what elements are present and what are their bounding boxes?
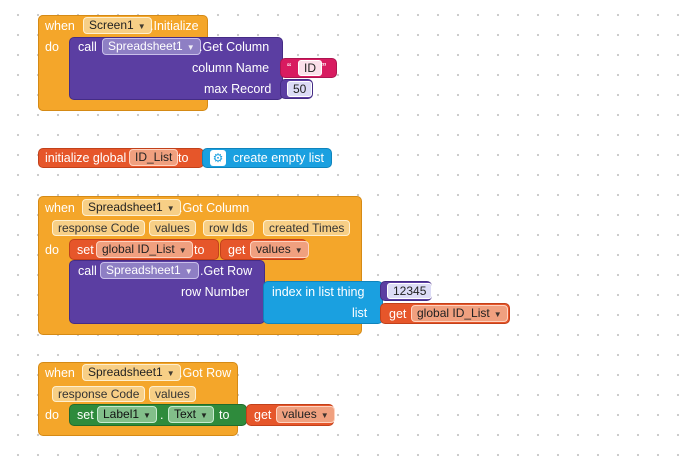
component-dropdown-spreadsheet1[interactable]: Spreadsheet1▼	[82, 199, 181, 216]
call-keyword: call	[78, 264, 97, 278]
variable-dropdown-global-id-list[interactable]: global ID_List▼	[411, 305, 508, 322]
when-keyword: when	[45, 19, 75, 33]
method-name: .Get Row	[200, 264, 253, 278]
event-param-row-ids[interactable]: row Ids	[203, 220, 254, 236]
to-keyword: to	[178, 151, 189, 165]
event-block-body-connector	[38, 15, 68, 111]
do-keyword: do	[45, 40, 59, 54]
list-label: list	[352, 306, 368, 320]
chevron-down-icon: ▼	[200, 411, 208, 420]
number-value-12345[interactable]: 12345	[387, 283, 433, 299]
quote-open: “	[287, 61, 292, 75]
property-name: Text	[174, 407, 197, 421]
event-param-created-times[interactable]: created Times	[263, 220, 351, 236]
when-keyword: when	[45, 201, 75, 215]
component-name: Label1	[103, 407, 140, 421]
call-keyword: call	[78, 40, 97, 54]
create-empty-list-label: create empty list	[233, 151, 325, 165]
do-keyword: do	[45, 243, 59, 257]
component-dropdown-label1[interactable]: Label1▼	[97, 406, 157, 423]
chevron-down-icon: ▼	[184, 267, 193, 276]
component-name: Spreadsheet1	[108, 39, 183, 53]
component-dropdown-spreadsheet1[interactable]: Spreadsheet1▼	[82, 364, 181, 381]
variable-name: values	[282, 407, 317, 421]
number-value-50[interactable]: 50	[287, 81, 313, 97]
do-keyword: do	[45, 408, 59, 422]
variable-name: global ID_List	[102, 242, 175, 256]
variable-name: values	[256, 242, 291, 256]
initialize-global-label: initialize global	[45, 151, 127, 165]
event-name: .Got Row	[179, 366, 232, 380]
chevron-down-icon: ▼	[166, 369, 175, 378]
arg-label-max-record: max Record	[204, 82, 272, 96]
component-dropdown-screen1[interactable]: Screen1▼	[83, 17, 152, 34]
text-value-id[interactable]: ID	[298, 60, 322, 76]
component-name: Spreadsheet1	[88, 365, 163, 379]
property-dropdown-text[interactable]: Text▼	[168, 406, 214, 423]
component-dropdown-spreadsheet1[interactable]: Spreadsheet1▼	[100, 262, 199, 279]
set-keyword: set	[77, 408, 94, 422]
when-keyword: when	[45, 366, 75, 380]
chevron-down-icon: ▼	[493, 310, 502, 319]
event-param-values[interactable]: values	[149, 220, 196, 236]
chevron-down-icon: ▼	[320, 411, 329, 420]
arg-label-row-number: row Number	[181, 285, 250, 299]
chevron-down-icon: ▼	[166, 204, 175, 213]
chevron-down-icon: ▼	[178, 246, 187, 255]
chevron-down-icon: ▼	[143, 411, 151, 420]
global-variable-name[interactable]: ID_List	[129, 149, 179, 166]
component-name: Spreadsheet1	[88, 200, 163, 214]
arg-label-column-name: column Name	[192, 61, 270, 75]
variable-name: global ID_List	[417, 306, 490, 320]
get-keyword: get	[389, 307, 407, 321]
chevron-down-icon: ▼	[137, 22, 146, 31]
chevron-down-icon: ▼	[186, 43, 195, 52]
to-keyword: to	[194, 243, 205, 257]
event-param-response-code[interactable]: response Code	[52, 220, 146, 236]
variable-dropdown-values[interactable]: values▼	[250, 241, 309, 258]
get-keyword: get	[254, 408, 272, 422]
variable-name: ID_List	[135, 150, 173, 164]
method-name: .Get Column	[199, 40, 270, 54]
event-name: .Initialize	[150, 19, 199, 33]
variable-dropdown-values[interactable]: values▼	[276, 406, 335, 423]
variable-dropdown-global-id-list[interactable]: global ID_List▼	[96, 241, 193, 258]
set-keyword: set	[77, 243, 94, 257]
event-name: .Got Column	[179, 201, 250, 215]
component-name: Screen1	[89, 18, 134, 32]
component-name: Spreadsheet1	[106, 263, 181, 277]
event-param-values[interactable]: values	[149, 386, 196, 402]
component-dropdown-spreadsheet1[interactable]: Spreadsheet1▼	[102, 38, 201, 55]
quote-close: ”	[322, 61, 327, 75]
chevron-down-icon: ▼	[294, 246, 303, 255]
index-in-list-label: index in list thing	[272, 285, 365, 299]
event-param-response-code[interactable]: response Code	[52, 386, 146, 402]
index-in-list-block[interactable]	[263, 281, 383, 324]
get-keyword: get	[228, 243, 246, 257]
gear-icon[interactable]: ⚙	[210, 150, 226, 166]
create-empty-list-block[interactable]	[202, 148, 332, 168]
to-keyword: to	[219, 408, 230, 422]
dot-separator: .	[160, 408, 164, 422]
